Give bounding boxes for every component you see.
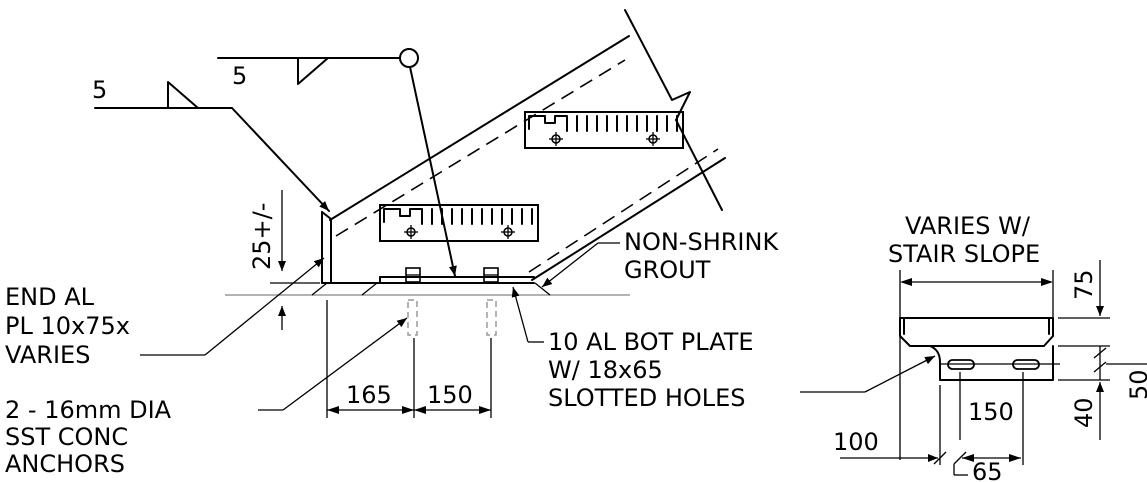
- varies-line2: STAIR SLOPE: [888, 240, 1040, 268]
- dim-75: 75: [1070, 269, 1098, 300]
- gap-dimension: 25+/-: [248, 190, 320, 330]
- end-plate-line3: VARIES: [5, 341, 90, 369]
- callout-bottom-plate: 10 AL BOT PLATE W/ 18x65 SLOTTED HOLES: [511, 286, 754, 412]
- weld-size-left: 5: [92, 76, 107, 104]
- dim-65: 65: [972, 458, 1003, 482]
- stair-stringer-section: [329, 9, 726, 281]
- bot-plate-line1: 10 AL BOT PLATE: [548, 328, 754, 356]
- tread-bracket-lower: [379, 204, 539, 242]
- anchors-line1: 2 - 16mm DIA: [5, 396, 172, 424]
- tread-bracket-upper: [524, 111, 684, 149]
- dim-150-right: 150: [968, 398, 1014, 426]
- bot-plate-line2: W/ 18x65: [548, 356, 663, 384]
- bot-plate-line3: SLOTTED HOLES: [548, 384, 746, 412]
- grout-line1: NON-SHRINK: [624, 228, 779, 256]
- end-plate-line1: END AL: [5, 283, 95, 311]
- ground-line: [225, 282, 630, 296]
- end-plate-line2: PL 10x75x: [5, 312, 130, 340]
- grout-line2: GROUT: [624, 256, 711, 284]
- bottom-plate: [321, 276, 535, 284]
- bottom-plate-elevation: VARIES W/ STAIR SLOPE: [800, 212, 1147, 482]
- anchors-line3: ANCHORS: [5, 450, 125, 478]
- dim-165: 165: [346, 381, 392, 409]
- anchor-bolt-left: [405, 267, 421, 336]
- varies-line1: VARIES W/: [905, 212, 1031, 240]
- anchors-line2: SST CONC: [5, 423, 128, 451]
- bolt-spacing-dimensions: 165 150: [326, 300, 492, 418]
- weld-symbol-left: 5: [92, 76, 330, 212]
- dim-40: 40: [1070, 397, 1098, 428]
- dim-150: 150: [427, 381, 473, 409]
- callout-grout: NON-SHRINK GROUT: [541, 228, 779, 288]
- dim-100: 100: [833, 428, 879, 456]
- anchor-bolt-right: [483, 267, 499, 336]
- callout-end-plate: END AL PL 10x75x VARIES: [5, 257, 325, 369]
- gap-dim-text: 25+/-: [248, 203, 276, 270]
- end-plate: [321, 211, 332, 284]
- callout-anchors: 2 - 16mm DIA SST CONC ANCHORS: [5, 317, 408, 478]
- weld-symbol-top: 5: [217, 48, 457, 277]
- weld-size-top: 5: [232, 62, 247, 90]
- dim-50: 50: [1125, 369, 1147, 400]
